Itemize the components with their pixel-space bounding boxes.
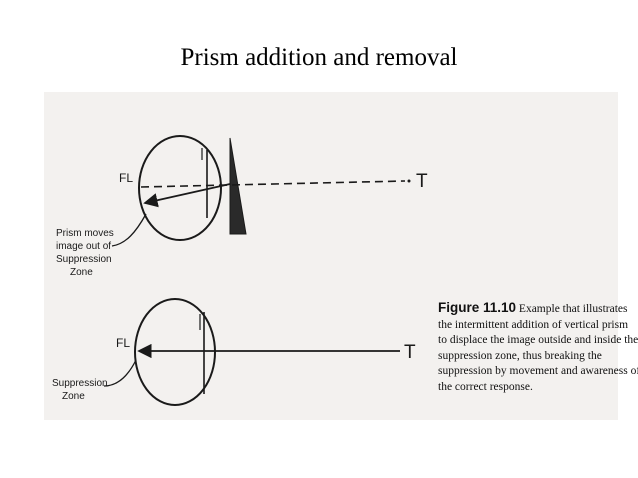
caption-line-5: suppression by movement and awareness of: [438, 365, 638, 377]
caption-first-line: Figure 11.10 Example that illustrates: [438, 300, 628, 318]
vertical-prism: [229, 137, 247, 235]
top-visual-axis-dashed: [140, 180, 406, 188]
bottom-target-label: T: [404, 342, 416, 363]
bottom-annotation-line-2: Zone: [62, 391, 85, 402]
scanned-figure: [44, 92, 618, 420]
top-target-dot: [407, 179, 411, 183]
bottom-fl-label: FL: [116, 336, 130, 350]
displaced-image-ray: [143, 183, 231, 208]
top-eye: [138, 135, 222, 241]
top-annotation-line-1: Prism moves: [56, 228, 114, 239]
bottom-annotation-line-1: Suppression: [52, 378, 108, 389]
top-fl-label: FL: [119, 171, 133, 185]
bottom-annotation: Suppression Zone: [52, 378, 110, 402]
slide-title: Prism addition and removal: [180, 44, 458, 71]
figure-caption: Figure 11.10 Example that illustrates th…: [438, 300, 638, 395]
top-annotation-line-2: image out of: [56, 241, 111, 252]
figure-number: Figure 11.10: [438, 300, 517, 315]
top-annotation-line-4: Zone: [70, 267, 93, 278]
top-annotation: Prism moves image out of Suppression Zon…: [56, 228, 117, 278]
top-target-label: T: [416, 171, 428, 192]
bottom-annotation-leader: [103, 359, 137, 387]
top-eye-panel: FL T Prism moves image out of Suppressio…: [56, 135, 428, 278]
caption-line-6: the correct response.: [438, 380, 533, 393]
top-annotation-line-3: Suppression: [56, 254, 112, 265]
caption-line-3: to displace the image outside and inside…: [438, 334, 638, 346]
bottom-eye: [134, 298, 216, 406]
bottom-eye-panel: FL T Suppression Zone: [52, 298, 416, 406]
caption-first-line-text: Example that illustrates: [518, 303, 628, 315]
caption-line-2: the intermittent addition of vertical pr…: [438, 318, 629, 331]
caption-line-4: suppression zone, thus breaking the: [438, 349, 602, 362]
top-annotation-leader: [111, 213, 147, 247]
